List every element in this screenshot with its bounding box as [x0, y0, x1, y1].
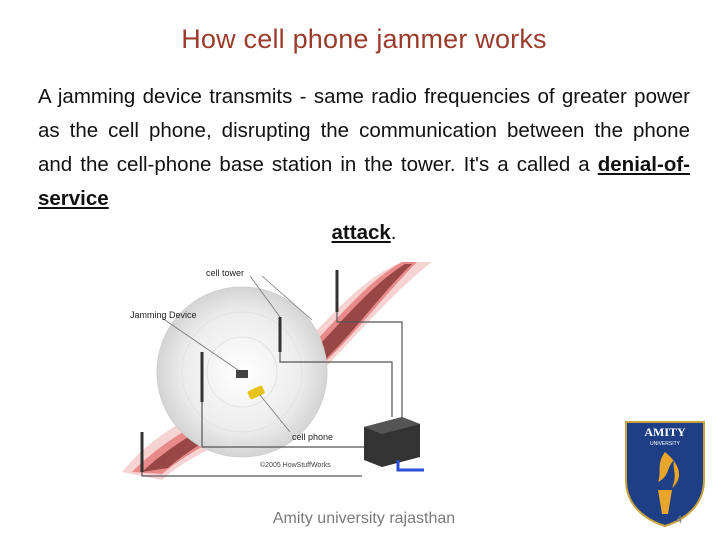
logo-text-bottom: UNIVERSITY [650, 441, 681, 447]
body-text-main: A jamming device transmits - same radio … [38, 85, 690, 176]
attack-term: attack [331, 221, 391, 244]
torch-handle-icon [658, 490, 672, 514]
body-end: . [390, 221, 397, 244]
jamming-device-icon [236, 370, 248, 378]
footer-text: Amity university rajasthan [272, 510, 456, 527]
label-cell-phone: cell phone [292, 432, 333, 442]
amity-logo: AMITY UNIVERSITY [625, 421, 705, 528]
slide-title: How cell phone jammer works [181, 24, 547, 54]
jammer-diagram: cell tower Jamming Device cell phone ©20… [102, 262, 452, 480]
page-number: 4 [676, 514, 683, 526]
body-last-line: attack. [38, 216, 690, 250]
car-icon [247, 385, 265, 400]
slide-body: A jamming device transmits - same radio … [38, 80, 690, 250]
denial-of-service-term: denial-of-service [38, 153, 690, 210]
logo-text-top: AMITY [644, 425, 686, 439]
label-jamming-device: Jamming Device [130, 310, 197, 320]
diagram-copyright: ©2005 HowStuffWorks [260, 461, 331, 469]
label-cell-tower: cell tower [206, 268, 244, 278]
signal-band-core [142, 264, 412, 472]
torch-flame-icon [658, 452, 680, 488]
